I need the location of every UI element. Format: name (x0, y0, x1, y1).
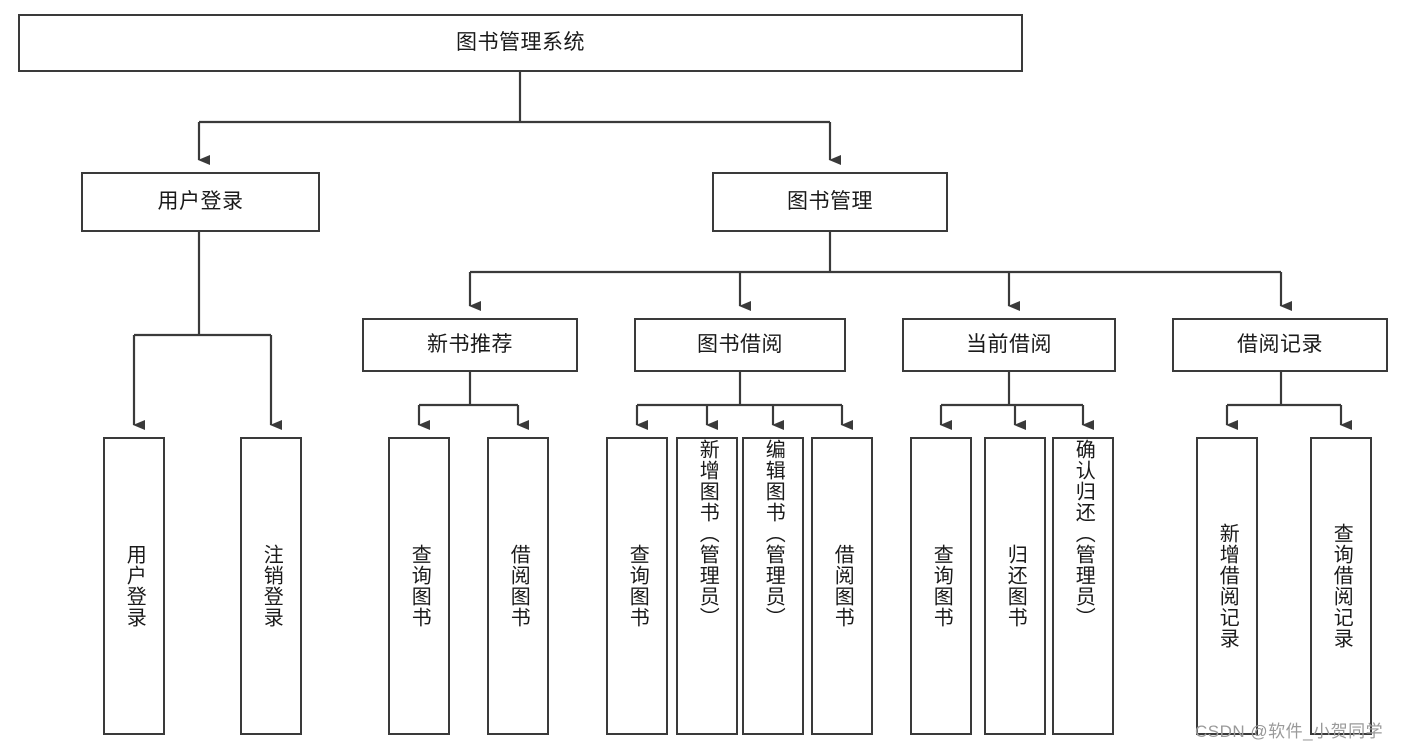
node-current-borrow[interactable]: 当前借阅 (902, 318, 1116, 372)
watermark-text: CSDN @软件_小贺同学 (1195, 722, 1384, 741)
node-new-book-recommend[interactable]: 新书推荐 (362, 318, 578, 372)
node-leaf-edit-book-label: 编辑图书（管理员） (762, 439, 785, 628)
node-leaf-add-record[interactable]: 新增借阅记录 (1196, 437, 1258, 735)
node-leaf-return-book-label: 归还图书 (1004, 544, 1027, 628)
node-leaf-add-book-label: 新增图书（管理员） (696, 439, 719, 628)
node-root-label: 图书管理系统 (456, 31, 585, 55)
node-leaf-query-book-3-label: 查询图书 (930, 544, 953, 628)
node-leaf-logout[interactable]: 注销登录 (240, 437, 302, 735)
node-leaf-borrow-book-2-label: 借阅图书 (831, 544, 854, 628)
node-borrow-record[interactable]: 借阅记录 (1172, 318, 1388, 372)
node-leaf-confirm-return[interactable]: 确认归还（管理员） (1052, 437, 1114, 735)
node-leaf-edit-book[interactable]: 编辑图书（管理员） (742, 437, 804, 735)
node-root[interactable]: 图书管理系统 (18, 14, 1023, 72)
node-leaf-query-record[interactable]: 查询借阅记录 (1310, 437, 1372, 735)
node-leaf-borrow-book-1-label: 借阅图书 (507, 544, 530, 628)
node-leaf-user-login-label: 用户登录 (123, 544, 146, 628)
node-leaf-logout-label: 注销登录 (260, 544, 283, 628)
node-leaf-user-login[interactable]: 用户登录 (103, 437, 165, 735)
node-user-login-label: 用户登录 (157, 190, 244, 214)
node-leaf-query-book-1-label: 查询图书 (408, 544, 431, 628)
node-borrow-record-label: 借阅记录 (1237, 333, 1323, 357)
node-leaf-query-book-3[interactable]: 查询图书 (910, 437, 972, 735)
node-leaf-add-record-label: 新增借阅记录 (1216, 523, 1239, 649)
node-book-management[interactable]: 图书管理 (712, 172, 948, 232)
node-leaf-query-book-2[interactable]: 查询图书 (606, 437, 668, 735)
node-leaf-query-book-1[interactable]: 查询图书 (388, 437, 450, 735)
node-book-borrow[interactable]: 图书借阅 (634, 318, 846, 372)
node-leaf-return-book[interactable]: 归还图书 (984, 437, 1046, 735)
node-leaf-query-record-label: 查询借阅记录 (1330, 523, 1353, 649)
node-leaf-add-book[interactable]: 新增图书（管理员） (676, 437, 738, 735)
node-book-borrow-label: 图书借阅 (697, 333, 783, 357)
node-leaf-query-book-2-label: 查询图书 (626, 544, 649, 628)
node-book-management-label: 图书管理 (787, 190, 873, 214)
node-leaf-borrow-book-1[interactable]: 借阅图书 (487, 437, 549, 735)
node-new-book-recommend-label: 新书推荐 (427, 333, 513, 357)
node-current-borrow-label: 当前借阅 (966, 333, 1052, 357)
node-user-login[interactable]: 用户登录 (81, 172, 320, 232)
node-leaf-confirm-return-label: 确认归还（管理员） (1072, 439, 1095, 628)
node-leaf-borrow-book-2[interactable]: 借阅图书 (811, 437, 873, 735)
